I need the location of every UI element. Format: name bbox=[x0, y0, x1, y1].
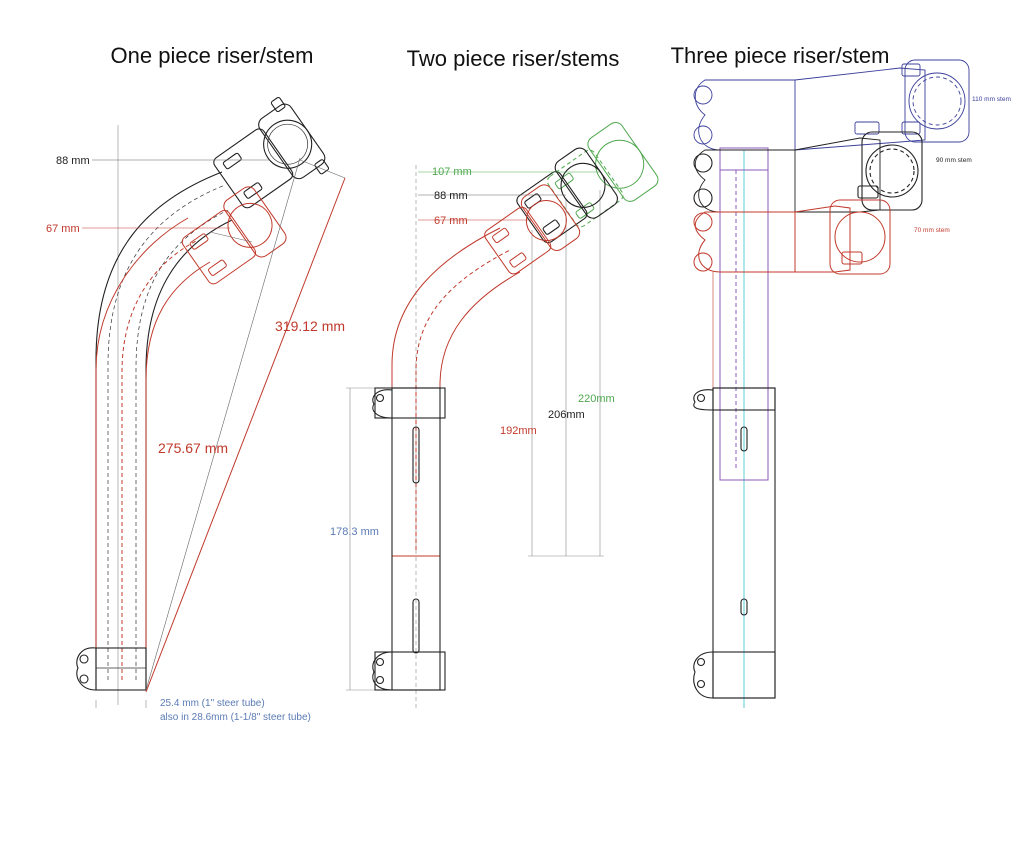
dim-label-88mm: 88 mm bbox=[56, 155, 90, 167]
dim-label-275mm: 275.67 mm bbox=[158, 440, 228, 456]
dim-label-319mm: 319.12 mm bbox=[275, 318, 345, 334]
steer-tube-note-2: also in 28.6mm (1-1/8" steer tube) bbox=[160, 712, 311, 723]
dim-label-67mm-two: 67 mm bbox=[434, 215, 468, 227]
stem-label-70mm: 70 mm stem bbox=[914, 227, 950, 234]
dim-label-206mm: 206mm bbox=[548, 409, 585, 421]
stem-label-90mm: 90 mm stem bbox=[936, 157, 972, 164]
dim-label-107mm: 107 mm bbox=[432, 166, 472, 178]
dim-label-88mm-two: 88 mm bbox=[434, 190, 468, 202]
panel-title-three-piece: Three piece riser/stem bbox=[671, 43, 890, 68]
dim-label-67mm: 67 mm bbox=[46, 223, 80, 235]
dim-label-220mm: 220mm bbox=[578, 393, 615, 405]
stem-label-110mm: 110 mm stem bbox=[972, 96, 1011, 103]
one-piece-drawing bbox=[76, 96, 346, 708]
dim-label-178mm: 178.3 mm bbox=[330, 526, 379, 538]
panel-title-two-piece: Two piece riser/stems bbox=[407, 46, 620, 71]
panel-title-one-piece: One piece riser/stem bbox=[111, 43, 314, 68]
two-piece-drawing bbox=[346, 121, 659, 710]
steer-tube-note-1: 25.4 mm (1" steer tube) bbox=[160, 698, 265, 709]
dim-label-192mm: 192mm bbox=[500, 425, 537, 437]
three-piece-drawing bbox=[693, 59, 970, 708]
